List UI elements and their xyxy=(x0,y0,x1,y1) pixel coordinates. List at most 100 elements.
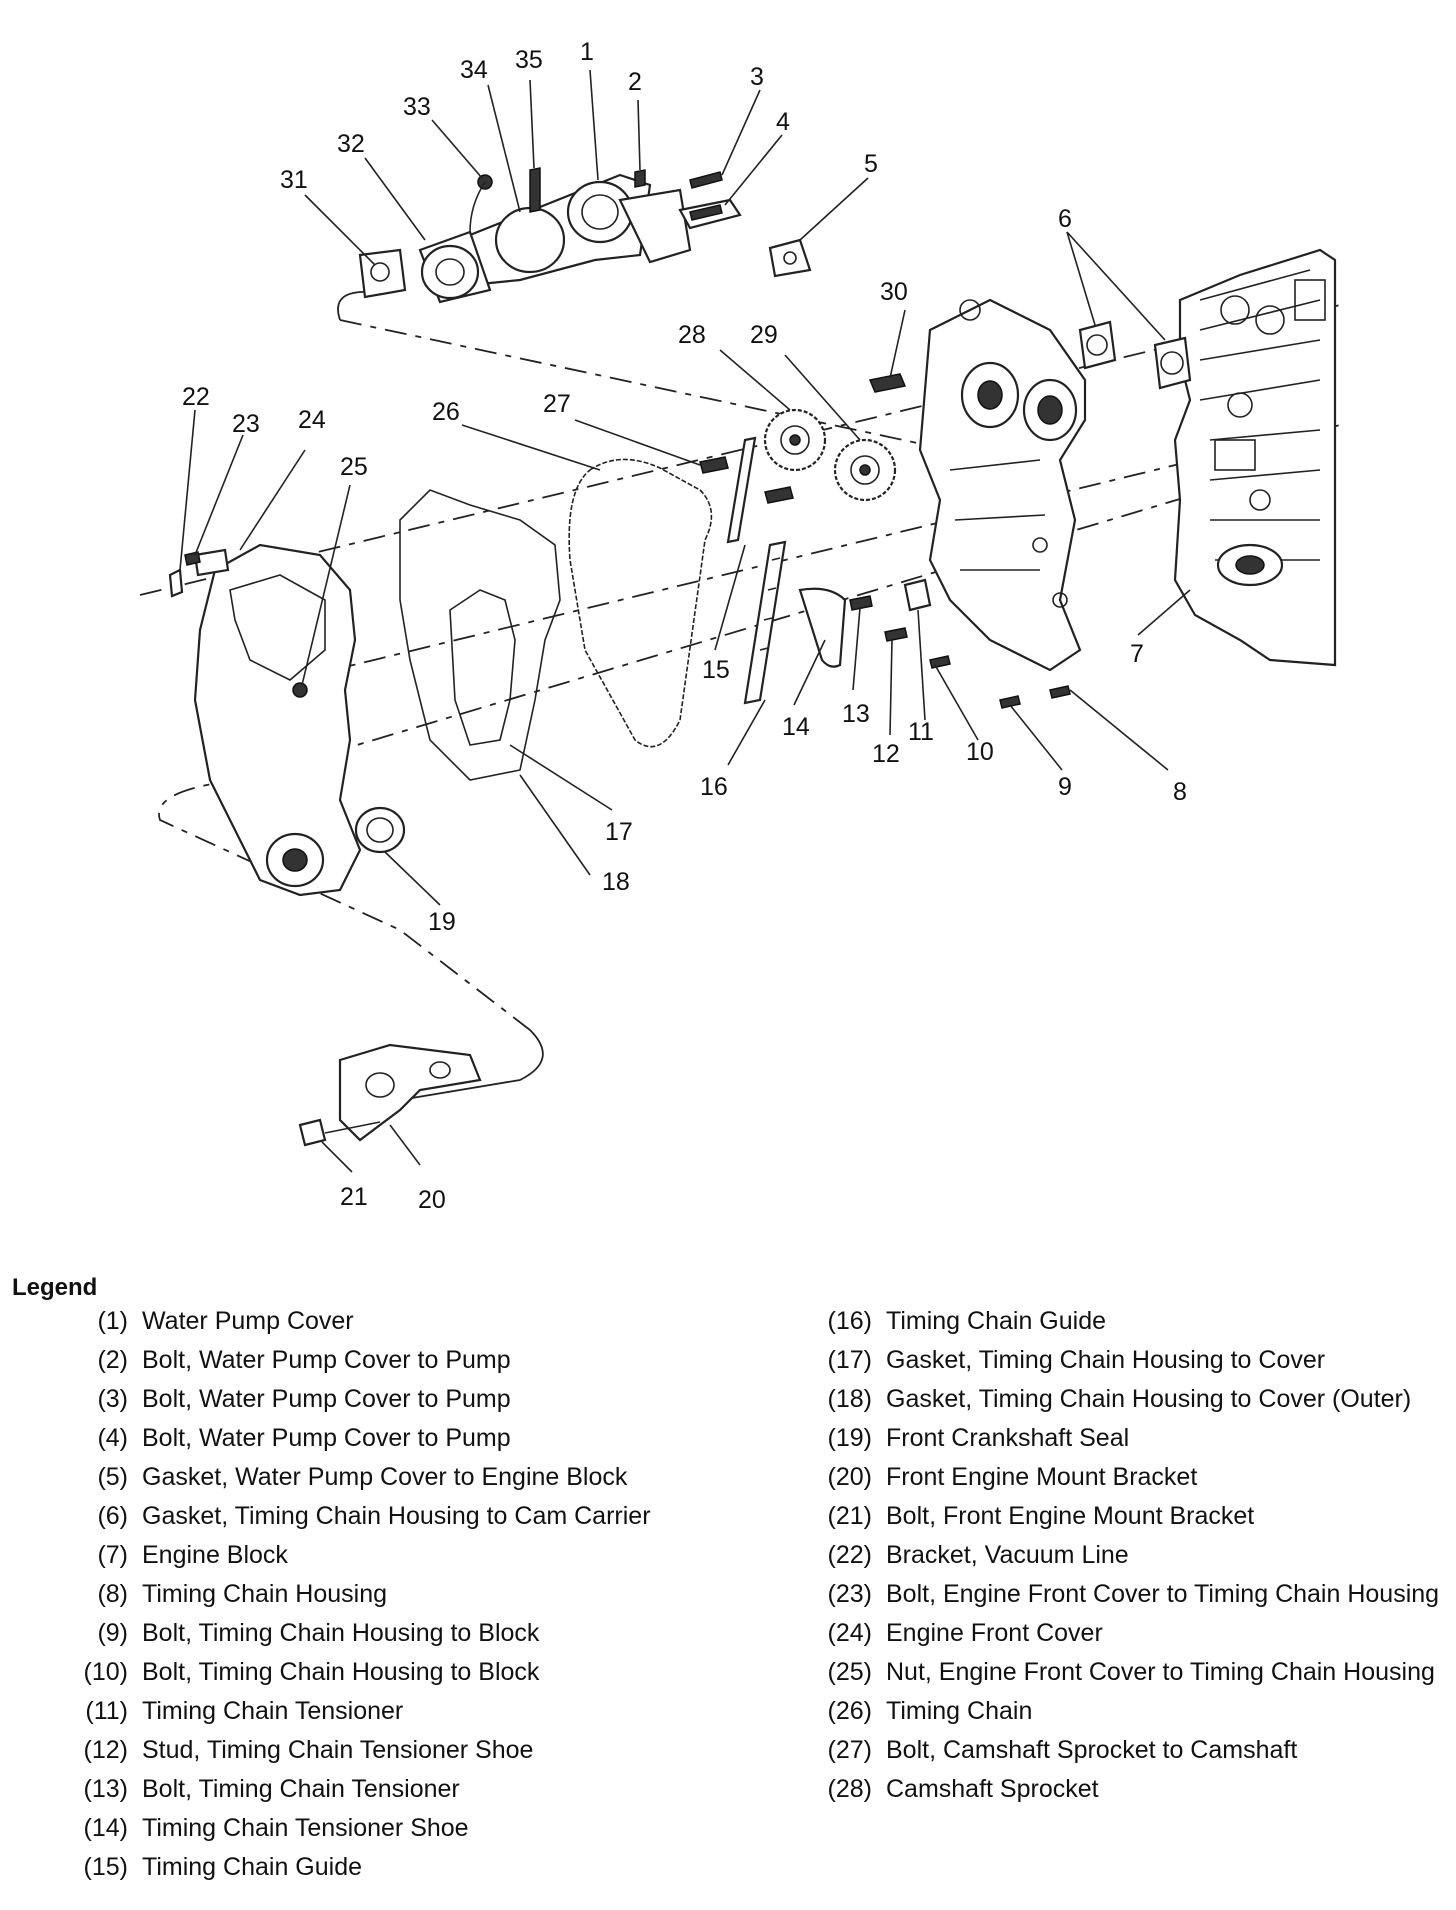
legend-item-number: (1) xyxy=(97,1307,128,1335)
callout-16: 16 xyxy=(700,773,728,801)
legend-item: (15) Timing Chain Guide xyxy=(16,1852,726,1883)
legend: Legend (1)Water Pump Cover (2)Bolt, Water… xyxy=(0,1270,1456,1910)
legend-item-number: (21) xyxy=(827,1502,872,1530)
callout-labels: 1 2 3 4 5 6 7 8 9 10 11 12 13 14 15 16 1… xyxy=(182,38,1187,1214)
legend-item: (3) Bolt, Water Pump Cover to Pump xyxy=(16,1384,726,1415)
legend-item-text: Bolt, Water Pump Cover to Pump xyxy=(142,1385,511,1413)
legend-item-number: (13) xyxy=(83,1775,128,1803)
legend-item-text: Front Crankshaft Seal xyxy=(886,1424,1130,1452)
legend-item-number: (27) xyxy=(827,1736,872,1764)
legend-item-number: (11) xyxy=(85,1697,128,1725)
callout-23: 23 xyxy=(232,410,260,438)
callout-20: 20 xyxy=(418,1186,446,1214)
legend-item: (20)Front Engine Mount Bracket xyxy=(760,1462,1450,1493)
legend-item-number: (6) xyxy=(97,1502,128,1530)
chain-guides xyxy=(726,436,787,705)
legend-title: Legend xyxy=(12,1274,98,1301)
legend-item-number: (26) xyxy=(827,1697,872,1725)
callout-3: 3 xyxy=(750,63,764,91)
legend-item: (12) Stud, Timing Chain Tensioner Shoe xyxy=(16,1735,726,1766)
callout-15: 15 xyxy=(702,656,730,684)
engine-front-cover xyxy=(193,543,362,897)
callout-26: 26 xyxy=(432,398,460,426)
legend-item: (10)Bolt, Timing Chain Housing to Block xyxy=(16,1657,726,1688)
legend-item-text: Bolt, Engine Front Cover to Timing Chain… xyxy=(886,1580,1440,1608)
legend-item-number: (18) xyxy=(827,1385,872,1413)
callout-6: 6 xyxy=(1058,205,1072,233)
legend-item-text: Bolt, Water Pump Cover to Pump xyxy=(142,1424,511,1452)
legend-item: (5) Gasket, Water Pump Cover to Engine Bl… xyxy=(16,1462,726,1493)
legend-item: (1)Water Pump Cover xyxy=(16,1306,726,1337)
legend-item: (2)Bolt, Water Pump Cover to Pump xyxy=(16,1345,726,1376)
legend-item-number: (5) xyxy=(97,1463,128,1491)
legend-item-number: (17) xyxy=(827,1346,872,1374)
timing-chain-housing xyxy=(918,298,1087,672)
legend-item-number: (7) xyxy=(97,1541,128,1569)
legend-item: (25)Nut, Engine Front Cover to Timing Ch… xyxy=(760,1657,1450,1688)
legend-item: (14)Timing Chain Tensioner Shoe xyxy=(16,1813,726,1844)
legend-item-number: (14) xyxy=(83,1814,128,1842)
tensioner-parts xyxy=(798,578,1071,709)
callout-11: 11 xyxy=(908,718,934,746)
callout-17: 17 xyxy=(605,818,633,846)
legend-item-text: Stud, Timing Chain Tensioner Shoe xyxy=(142,1736,534,1764)
legend-column-left: (1)Water Pump Cover (2)Bolt, Water Pump C… xyxy=(16,1306,726,1891)
callout-27: 27 xyxy=(543,390,571,418)
legend-item-text: Timing Chain xyxy=(886,1697,1033,1725)
legend-item-text: Gasket, Timing Chain Housing to Cover xyxy=(886,1346,1326,1374)
callout-9: 9 xyxy=(1058,773,1072,801)
callout-29: 29 xyxy=(750,321,778,349)
legend-item-number: (16) xyxy=(827,1307,872,1335)
timing-chain xyxy=(568,458,713,748)
legend-item-number: (20) xyxy=(827,1463,872,1491)
callout-1: 1 xyxy=(580,38,594,66)
legend-item-text: Gasket, Timing Chain Housing to Cover (O… xyxy=(886,1385,1412,1413)
legend-item: (7)Engine Block xyxy=(16,1540,726,1571)
housing-gaskets xyxy=(399,489,561,781)
legend-item-text: Engine Front Cover xyxy=(886,1619,1103,1647)
legend-item-text: Timing Chain Tensioner xyxy=(142,1697,404,1725)
legend-item-number: (12) xyxy=(83,1736,128,1764)
legend-column-right: (16)Timing Chain Guide (17) Gasket, Timing… xyxy=(760,1306,1450,1813)
camshaft-sprockets xyxy=(699,373,907,504)
legend-item: (19) Front Crankshaft Seal xyxy=(760,1423,1450,1454)
legend-item: (18) Gasket, Timing Chain Housing to Cove… xyxy=(760,1384,1450,1415)
legend-item-number: (28) xyxy=(827,1775,872,1803)
callout-5: 5 xyxy=(864,150,878,178)
legend-item-text: Bolt, Water Pump Cover to Pump xyxy=(142,1346,511,1374)
callout-18: 18 xyxy=(602,868,630,896)
callout-8: 8 xyxy=(1173,778,1187,806)
callout-30: 30 xyxy=(880,278,908,306)
legend-item-text: Bracket, Vacuum Line xyxy=(886,1541,1129,1569)
callout-28: 28 xyxy=(678,321,706,349)
leader-lines xyxy=(179,69,1191,1173)
legend-item-text: Gasket, Water Pump Cover to Engine Block xyxy=(142,1463,628,1491)
legend-item-text: Nut, Engine Front Cover to Timing Chain … xyxy=(886,1658,1435,1686)
callout-33: 33 xyxy=(403,93,431,121)
legend-item-number: (9) xyxy=(97,1619,128,1647)
legend-item: (24) Engine Front Cover xyxy=(760,1618,1450,1649)
legend-item-number: (3) xyxy=(97,1385,128,1413)
vacuum-line-bracket xyxy=(168,551,201,598)
legend-item: (16)Timing Chain Guide xyxy=(760,1306,1450,1337)
legend-item-number: (15) xyxy=(83,1853,128,1881)
legend-item-text: Bolt, Front Engine Mount Bracket xyxy=(886,1502,1255,1530)
exploded-diagram: 1 2 3 4 5 6 7 8 9 10 11 12 13 14 15 16 1… xyxy=(139,38,1341,1214)
legend-item: (23)Bolt, Engine Front Cover to Timing C… xyxy=(760,1579,1450,1610)
callout-21: 21 xyxy=(340,1183,368,1211)
legend-item-number: (24) xyxy=(827,1619,872,1647)
legend-item-text: Bolt, Timing Chain Housing to Block xyxy=(142,1619,540,1647)
legend-item-number: (19) xyxy=(827,1424,872,1452)
legend-item-text: Timing Chain Housing xyxy=(142,1580,388,1608)
callout-4: 4 xyxy=(776,108,790,136)
legend-item: (4) Bolt, Water Pump Cover to Pump xyxy=(16,1423,726,1454)
legend-item-text: Gasket, Timing Chain Housing to Cam Carr… xyxy=(142,1502,651,1530)
legend-item-text: Timing Chain Guide xyxy=(142,1853,363,1881)
callout-12: 12 xyxy=(872,740,900,768)
legend-item-number: (4) xyxy=(97,1424,128,1452)
legend-item-text: Bolt, Camshaft Sprocket to Camshaft xyxy=(886,1736,1298,1764)
legend-item: (8)Timing Chain Housing xyxy=(16,1579,726,1610)
legend-item: (17) Gasket, Timing Chain Housing to Cove… xyxy=(760,1345,1450,1376)
callout-34: 34 xyxy=(460,56,488,84)
legend-item: (11) Timing Chain Tensioner xyxy=(16,1696,726,1727)
